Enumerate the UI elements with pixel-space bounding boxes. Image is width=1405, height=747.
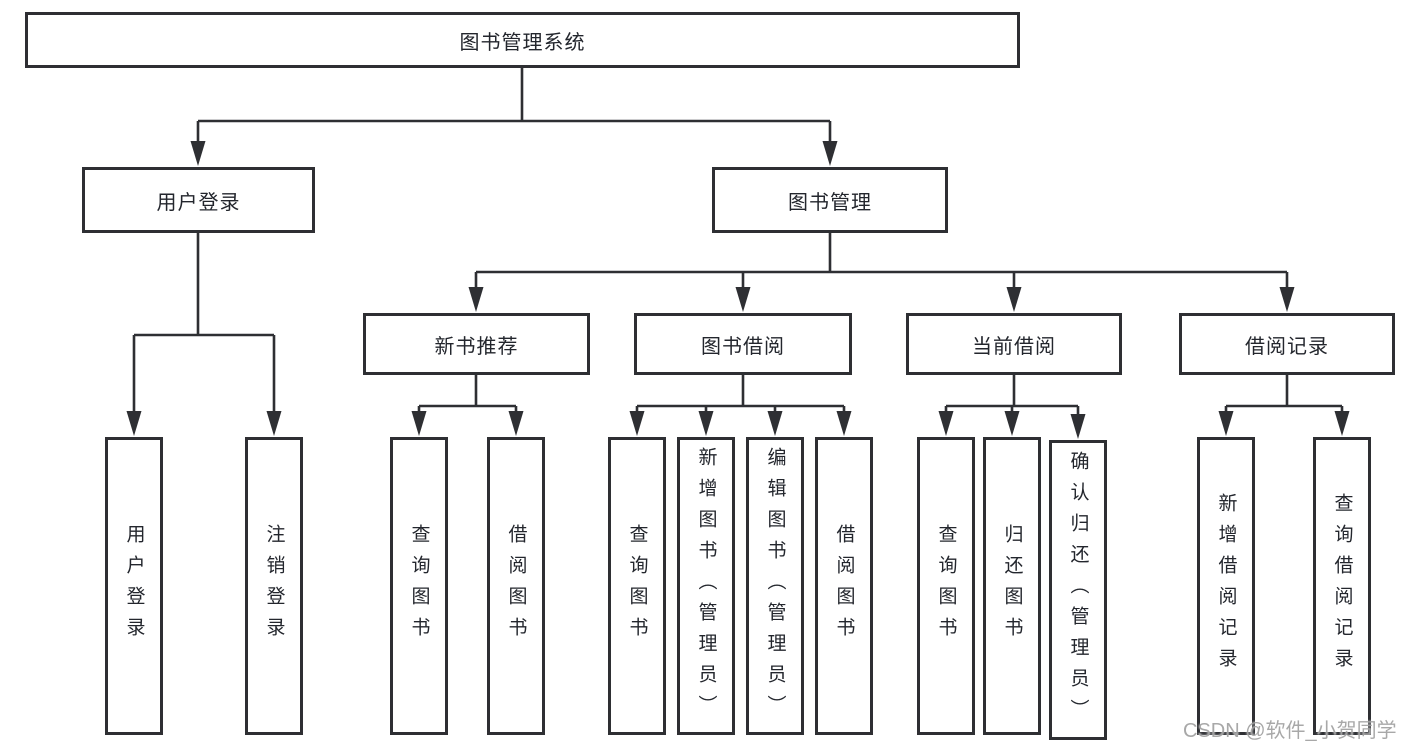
- node-label: 当前借阅: [972, 335, 1056, 358]
- leaf-label: 借阅图书: [833, 524, 855, 648]
- leaf-label: 查询图书: [408, 524, 430, 648]
- leaf-label: 查询图书: [935, 524, 957, 648]
- node-current-borrowing: 当前借阅: [906, 313, 1122, 375]
- leaf-label: 新增图书（管理员）: [695, 446, 717, 726]
- leaf-query-books-current: 查询图书: [917, 437, 975, 735]
- node-book-management: 图书管理: [712, 167, 948, 233]
- leaf-edit-books-admin: 编辑图书（管理员）: [746, 437, 804, 735]
- leaf-label: 编辑图书（管理员）: [764, 446, 786, 726]
- node-user-login-group: 用户登录: [82, 167, 315, 233]
- node-label: 借阅记录: [1245, 335, 1329, 358]
- leaf-logout: 注销登录: [245, 437, 303, 735]
- arrowheads: [126, 141, 1350, 439]
- leaf-return-books: 归还图书: [983, 437, 1041, 735]
- node-borrowing-records: 借阅记录: [1179, 313, 1395, 375]
- leaf-add-borrow-record: 新增借阅记录: [1197, 437, 1255, 735]
- node-label: 图书管理: [788, 191, 872, 214]
- leaf-add-books-admin: 新增图书（管理员）: [677, 437, 735, 735]
- leaf-borrow-books-recommend: 借阅图书: [487, 437, 545, 735]
- leaf-label: 用户登录: [123, 524, 145, 648]
- leaf-label: 归还图书: [1001, 524, 1023, 648]
- csdn-watermark: CSDN @软件_小贺同学: [1183, 720, 1397, 742]
- node-label: 图书借阅: [701, 335, 785, 358]
- node-root-label: 图书管理系统: [459, 31, 586, 54]
- leaf-query-books-recommend: 查询图书: [390, 437, 448, 735]
- leaf-query-borrow-record: 查询借阅记录: [1313, 437, 1371, 735]
- leaf-label: 确认归还（管理员）: [1067, 450, 1089, 730]
- leaf-label: 查询图书: [626, 524, 648, 648]
- node-book-borrowing: 图书借阅: [634, 313, 852, 375]
- leaf-label: 借阅图书: [505, 524, 527, 648]
- node-new-book-recommend: 新书推荐: [363, 313, 590, 375]
- leaf-confirm-return-admin: 确认归还（管理员）: [1049, 440, 1107, 740]
- leaf-label: 新增借阅记录: [1215, 493, 1237, 679]
- leaf-label: 注销登录: [263, 524, 285, 648]
- leaf-label: 查询借阅记录: [1331, 493, 1353, 679]
- node-label: 用户登录: [156, 191, 241, 214]
- node-root: 图书管理系统: [25, 12, 1020, 68]
- leaf-user-login: 用户登录: [105, 437, 163, 735]
- leaf-borrow-books: 借阅图书: [815, 437, 873, 735]
- leaf-query-books-borrowing: 查询图书: [608, 437, 666, 735]
- node-label: 新书推荐: [434, 335, 519, 358]
